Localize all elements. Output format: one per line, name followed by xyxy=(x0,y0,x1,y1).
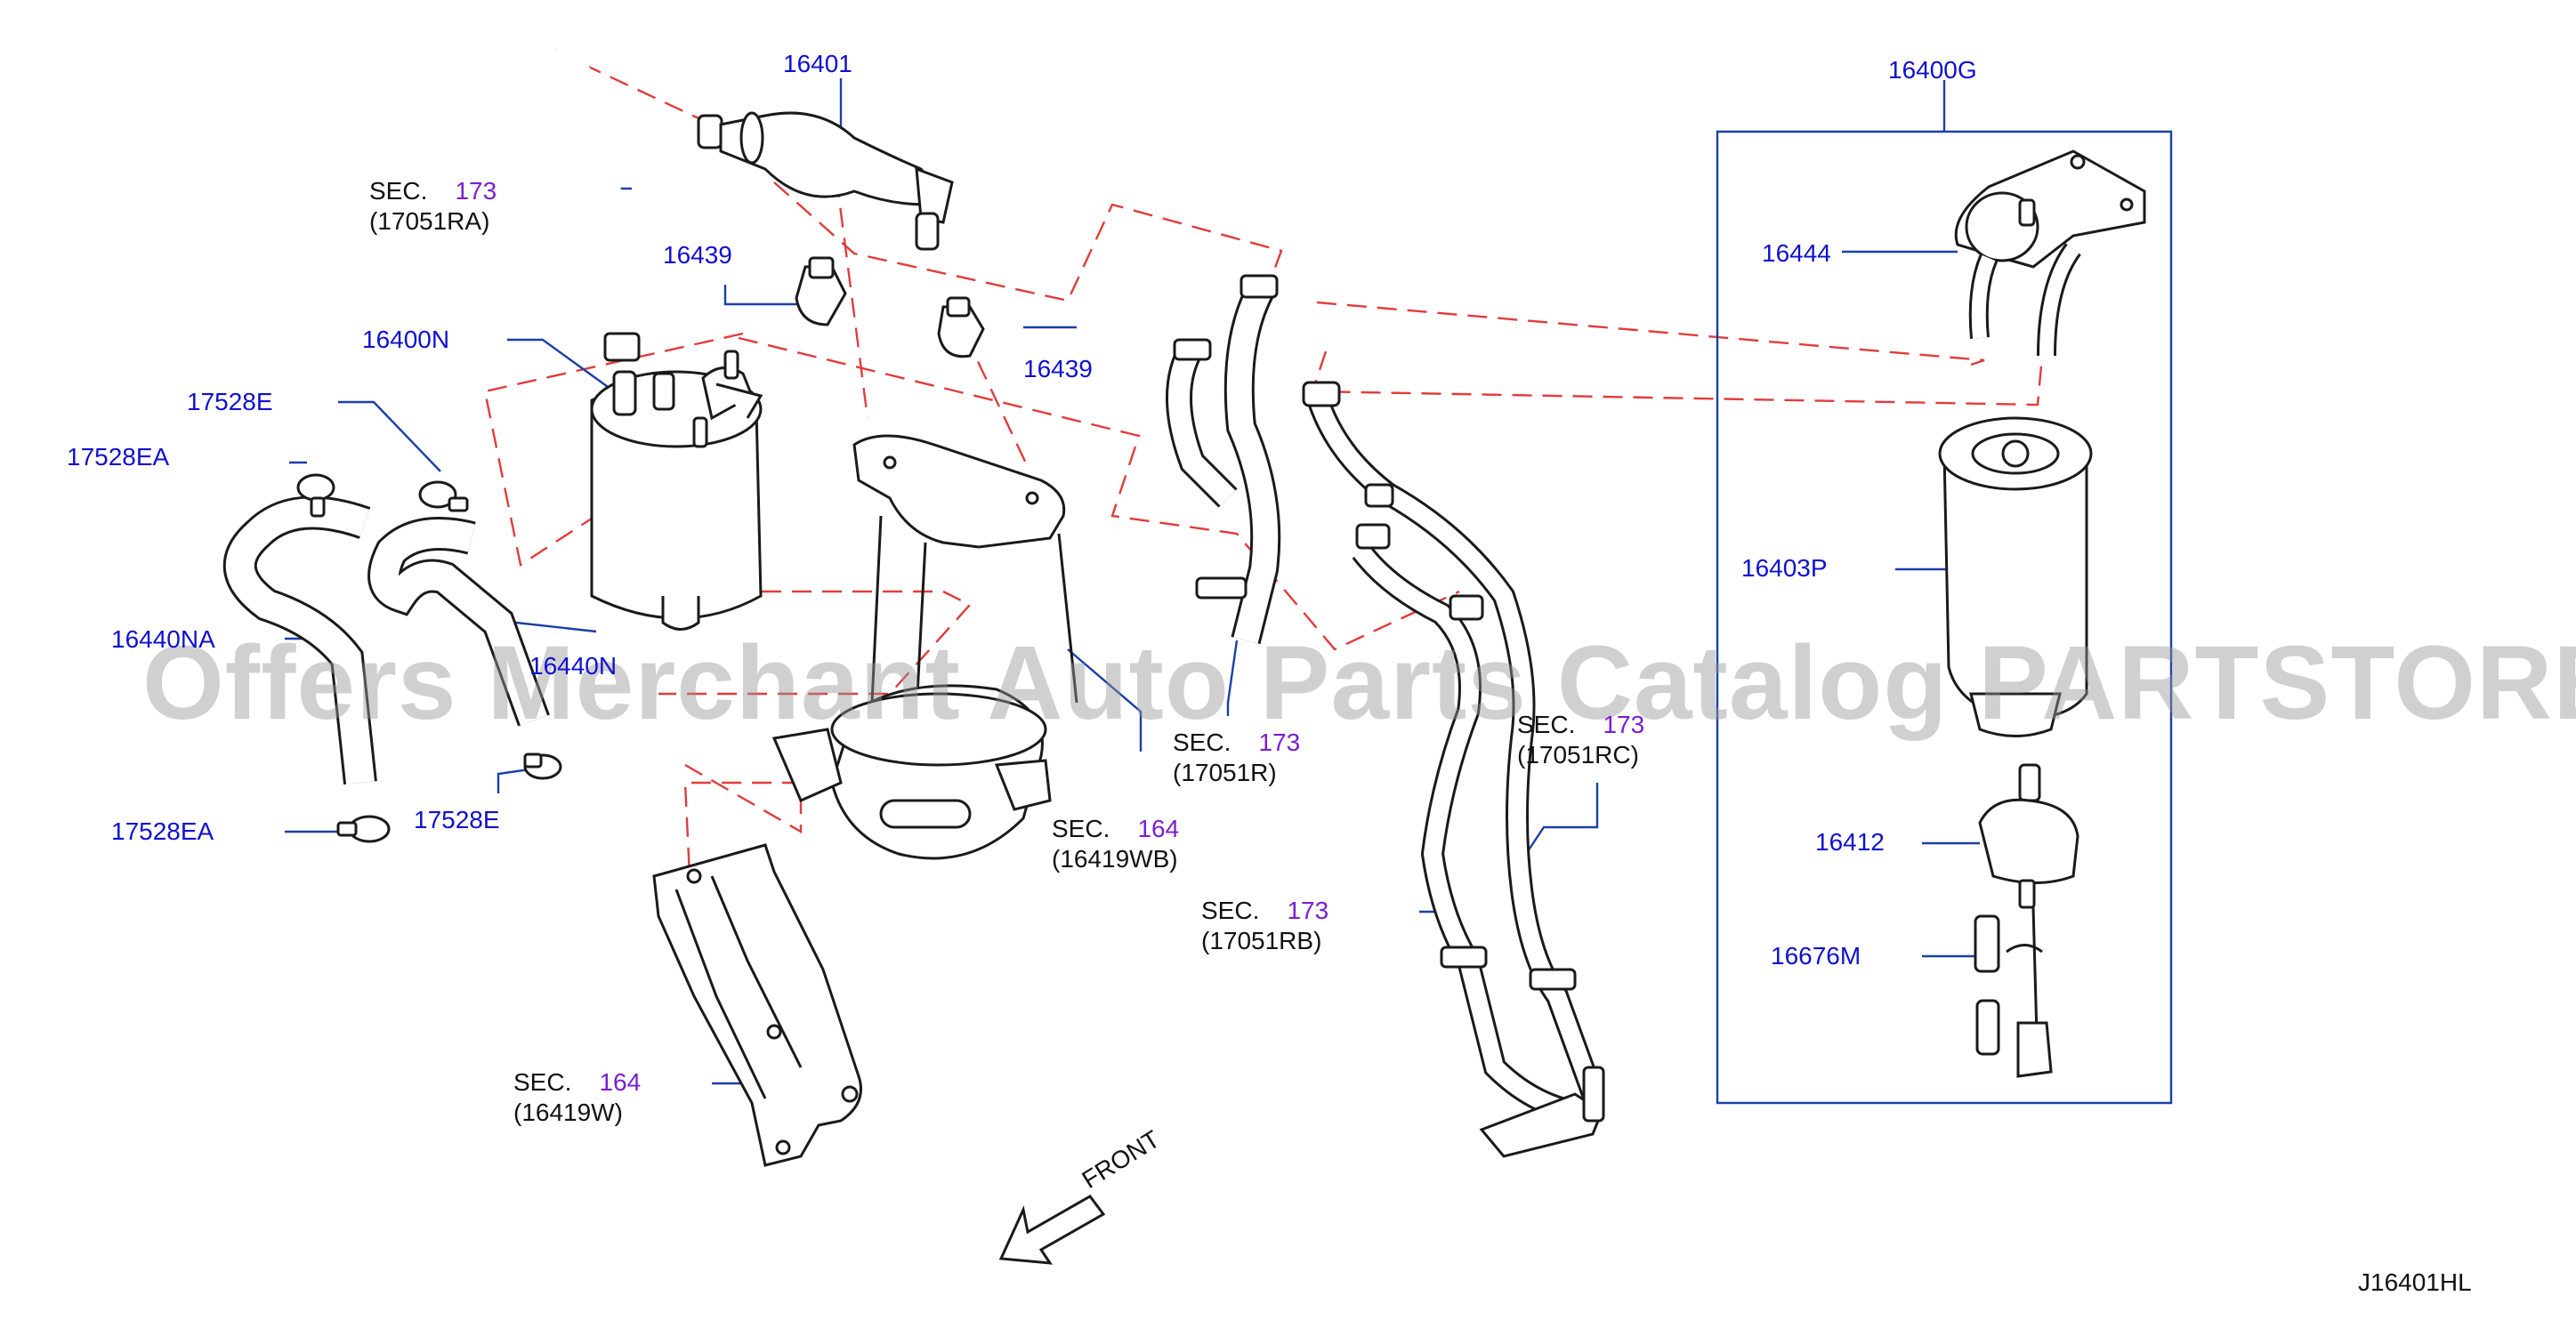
section-prefix: SEC. xyxy=(1517,711,1576,738)
hose-16440n xyxy=(367,517,550,727)
section-ref-17051rb: SEC. 173 (17051RB) xyxy=(1201,896,1328,956)
section-prefix: SEC. xyxy=(1173,728,1231,756)
part-label-16444[interactable]: 16444 xyxy=(1762,239,1831,267)
section-ref-code: (17051RC) xyxy=(1517,741,1639,769)
part-label-16439-b[interactable]: 16439 xyxy=(1023,355,1093,382)
section-ref-16419wb: SEC. 164 (16419WB) xyxy=(1052,814,1179,874)
part-label-17528ea-b[interactable]: 17528EA xyxy=(111,817,214,845)
fuel-filter-16400n xyxy=(590,350,763,631)
section-ref-code: (16419W) xyxy=(513,1099,623,1126)
front-arrow-icon xyxy=(998,1195,1106,1265)
filter-head-16444 xyxy=(1954,149,2146,357)
part-label-16676m[interactable]: 16676M xyxy=(1771,942,1861,970)
part-label-16401[interactable]: 16401 xyxy=(783,50,852,77)
section-number-link[interactable]: 164 xyxy=(1137,815,1180,842)
section-prefix: SEC. xyxy=(369,177,428,205)
part-label-17528e-a[interactable]: 17528E xyxy=(187,388,273,415)
priming-pump-16401 xyxy=(697,111,954,251)
sensor-16412 xyxy=(1974,763,2079,1078)
section-ref-17051ra: SEC. 173 (17051RA) xyxy=(369,176,497,237)
section-ref-code: (17051RB) xyxy=(1201,927,1322,954)
hose-clamps xyxy=(296,473,562,843)
section-number-link[interactable]: 173 xyxy=(1603,711,1645,738)
part-label-17528ea-a[interactable]: 17528EA xyxy=(67,443,170,471)
part-label-16400n[interactable]: 16400N xyxy=(362,326,450,353)
section-number-link[interactable]: 173 xyxy=(1287,897,1329,924)
part-label-17528e-b[interactable]: 17528E xyxy=(414,806,500,833)
section-number-link[interactable]: 164 xyxy=(599,1068,642,1096)
section-number-link[interactable]: 173 xyxy=(455,177,497,205)
section-ref-code: (16419WB) xyxy=(1052,845,1178,873)
part-label-16403p[interactable]: 16403P xyxy=(1741,554,1828,582)
section-ref-code: (17051R) xyxy=(1173,759,1277,786)
section-ref-16419w: SEC. 164 (16419W) xyxy=(513,1067,641,1128)
watermark: Offers Merchant Auto Parts Catalog PARTS… xyxy=(142,624,2576,742)
filter-element-16403p xyxy=(1938,416,2093,737)
bracket-16419w xyxy=(652,843,862,1167)
bracket-16419wb xyxy=(771,434,1078,860)
section-ref-code: (17051RA) xyxy=(369,207,490,235)
section-number-link[interactable]: 173 xyxy=(1258,728,1301,756)
hose-16440na xyxy=(222,495,377,785)
part-label-16439-a[interactable]: 16439 xyxy=(663,241,732,269)
part-label-16412[interactable]: 16412 xyxy=(1815,828,1885,856)
section-ref-17051rc: SEC. 173 (17051RC) xyxy=(1517,710,1644,770)
section-ref-17051r: SEC. 173 (17051R) xyxy=(1173,728,1300,788)
clips-16439 xyxy=(795,256,985,358)
hose-17051ra xyxy=(547,38,641,362)
section-prefix: SEC. xyxy=(513,1068,572,1096)
pipes-17051rc-17051rb xyxy=(1302,381,1605,1158)
diagram-code: J16401HL xyxy=(2358,1268,2472,1296)
section-prefix: SEC. xyxy=(1052,815,1110,842)
part-label-16400g[interactable]: 16400G xyxy=(1888,56,1977,84)
hose-17051r xyxy=(1166,274,1281,645)
part-label-16440na[interactable]: 16440NA xyxy=(111,625,215,653)
section-prefix: SEC. xyxy=(1201,897,1260,924)
part-label-16440n[interactable]: 16440N xyxy=(529,652,618,680)
